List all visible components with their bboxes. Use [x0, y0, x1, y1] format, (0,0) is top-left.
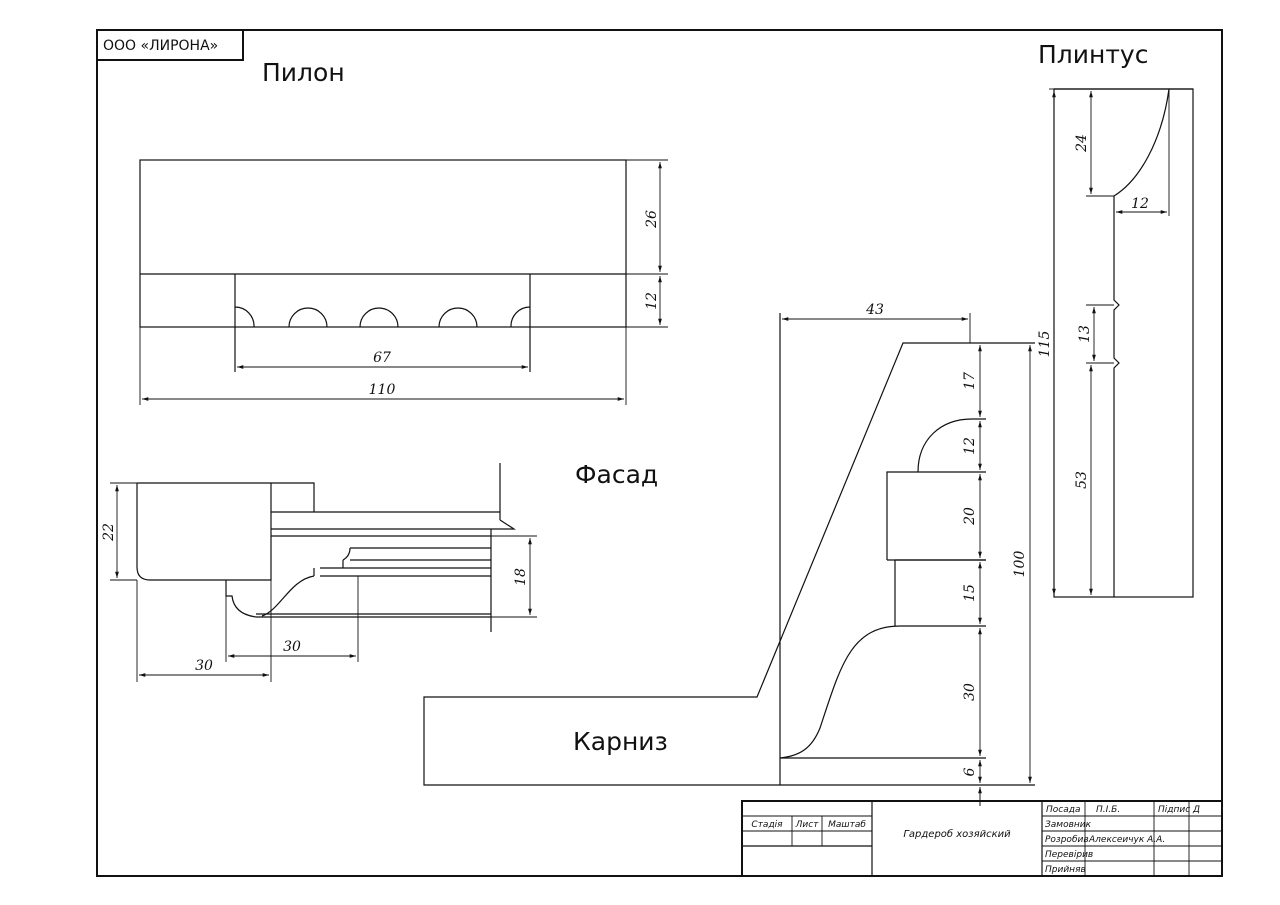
plintus-dim-53: 53	[1074, 471, 1090, 489]
company-name: ООО «ЛИРОНА»	[103, 38, 218, 54]
tb-col-date: Д	[1192, 805, 1200, 815]
pilon-title: Пилон	[262, 58, 345, 87]
karniz-dim-20: 20	[962, 507, 978, 526]
fasad-dim-22: 22	[101, 523, 117, 542]
karniz-dim-12: 12	[962, 437, 978, 455]
karniz-dim-6: 6	[962, 767, 978, 776]
fasad-cove	[261, 575, 315, 617]
plintus-dim-24: 24	[1074, 134, 1090, 153]
pilon-dim-67: 67	[373, 350, 391, 366]
plintus-dim-115: 115	[1037, 331, 1053, 358]
karniz-dim-17: 17	[962, 372, 978, 390]
tb-person-developer: Алексеичук А.А.	[1088, 835, 1165, 845]
tb-role-checker: Перевірив	[1045, 850, 1093, 860]
plintus-title: Плинтус	[1038, 40, 1148, 69]
plintus-profile	[1113, 88, 1170, 597]
plintus-dim-12: 12	[1131, 196, 1149, 212]
fasad-dim-30-left: 30	[195, 658, 213, 674]
pilon-dim-12: 12	[644, 292, 660, 310]
fasad-dim-18: 18	[513, 568, 529, 586]
tb-drawing-name: Гардероб хозяйский	[903, 828, 1011, 840]
tb-role-developer: Розробив	[1045, 835, 1089, 845]
karniz-title: Карниз	[573, 727, 668, 756]
tb-sheet-label: Лист	[795, 820, 820, 830]
plintus-dim-13: 13	[1077, 325, 1093, 343]
title-block: Стадія Лист Маштаб Гардероб хозяйский По…	[741, 800, 1223, 877]
tb-col-name: П.І.Б.	[1096, 805, 1120, 815]
fasad-title: Фасад	[575, 460, 658, 489]
fasad-dim-30-right: 30	[283, 639, 301, 655]
karniz-dim-30: 30	[962, 683, 978, 701]
pilon-view: Пилон 26 12 67 110	[139, 58, 668, 405]
fasad-view: Фасад 22 18 30	[101, 460, 658, 682]
karniz-dim-100: 100	[1012, 551, 1028, 578]
plintus-view: Плинтус 24 12 13 53 115	[1037, 40, 1194, 598]
pilon-dim-110: 110	[369, 382, 396, 398]
company-stamp: ООО «ЛИРОНА»	[96, 29, 244, 61]
karniz-dim-43: 43	[865, 302, 884, 318]
tb-col-position: Посада	[1046, 805, 1080, 815]
tb-col-signature: Підпис	[1158, 805, 1190, 815]
tb-role-customer: Замовник	[1045, 820, 1092, 830]
karniz-dim-15: 15	[962, 584, 978, 602]
pilon-ornament	[234, 306, 531, 328]
pilon-dim-26: 26	[644, 210, 660, 229]
tb-scale-label: Маштаб	[828, 820, 866, 830]
karniz-profile	[779, 418, 986, 759]
tb-role-approver: Прийняв	[1045, 865, 1086, 875]
tb-stage-label: Стадія	[751, 820, 783, 830]
karniz-view: Карниз 43 17 12 20 15 30 6 100	[423, 302, 1035, 806]
sheet-frame	[96, 29, 1223, 877]
